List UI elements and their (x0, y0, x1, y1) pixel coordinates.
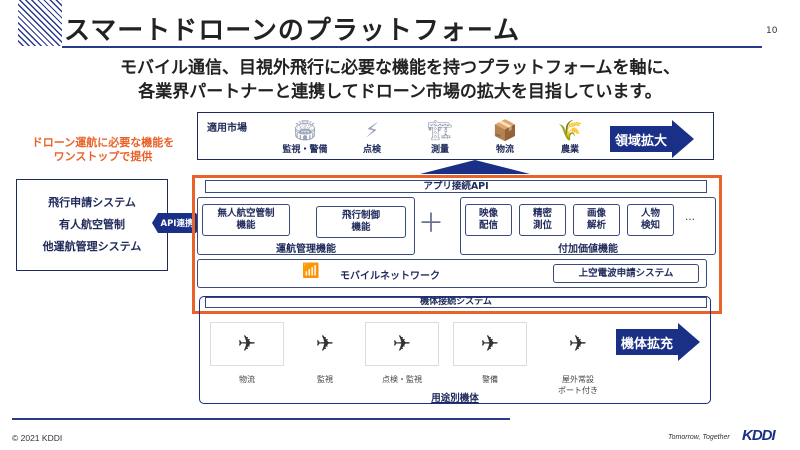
cell-tower-icon: 📶 (302, 263, 320, 279)
drone-image: ✈ (453, 322, 527, 366)
footer-divider (12, 418, 510, 420)
market-label: 監視・警備 (282, 145, 328, 155)
arrow-head-icon (678, 323, 700, 361)
drone-image: ✈ (210, 322, 284, 366)
external-systems-box: 飛行申請システム 有人航空管制 他運航管理システム (16, 179, 168, 271)
subtitle-line-1: モバイル通信、目視外飛行に必要な機能を持つプラットフォームを軸に、 (120, 58, 680, 78)
power-tower-icon: ⚡ (364, 118, 380, 142)
drone-surveillance: ✈ 監視 (290, 322, 360, 385)
drone-logistics: ✈ 物流 (206, 322, 288, 385)
sky-radio-application-system: 上空電波申請システム (553, 264, 699, 283)
header-hatch-decoration (18, 0, 62, 46)
market-label: 測量 (430, 145, 449, 155)
drone-label: 点検・監視 (382, 375, 422, 384)
va-image-analysis: 画像 解析 (573, 204, 620, 236)
market-survey: 🏗 測量 (405, 118, 475, 155)
airframe-connection-bar: 機体接続システム (205, 297, 707, 308)
drone-image: ✈ (315, 331, 335, 357)
external-system-item: 有人航空管制 (59, 218, 125, 231)
market-surveillance: 🏟 監視・警備 (270, 118, 340, 155)
market-label: 点検 (362, 145, 381, 155)
drone-label: 監視 (317, 375, 333, 384)
market-label: 物流 (495, 145, 514, 155)
platform-frame (192, 175, 722, 314)
drone-label: 物流 (239, 375, 255, 384)
domain-expansion-label: 領域拡大 (610, 126, 672, 152)
drone-security: ✈ 警備 (450, 322, 530, 385)
ops-uav-control: 無人航空管制 機能 (202, 204, 290, 236)
drone-outdoor-port: ✈ 屋外常設 ポート付き (540, 322, 616, 396)
market-logistics: 📦 物流 (470, 118, 540, 155)
tagline: Tomorrow, Together (668, 434, 730, 441)
plus-icon: ＋ (418, 209, 445, 239)
page-number: 10 (766, 26, 778, 36)
market-inspection: ⚡ 点検 (337, 118, 407, 155)
arrow-head-icon (672, 120, 694, 158)
app-api-bar: アプリ接続API (205, 180, 707, 193)
market-label: 農業 (560, 145, 579, 155)
boxes-icon: 📦 (492, 118, 518, 142)
drone-label: 警備 (482, 375, 498, 384)
api-link-arrow: API連携 (152, 213, 202, 233)
markets-label: 適用市場 (207, 123, 247, 134)
va-precise-positioning: 精密 測位 (519, 204, 566, 236)
kddi-logo: KDDI (742, 427, 776, 444)
external-system-item: 他運航管理システム (42, 240, 142, 253)
airframe-expansion-label: 機体拡充 (616, 329, 678, 355)
stadium-icon: 🏟 (292, 118, 318, 142)
connector-triangle (420, 160, 530, 174)
page-title: スマートドローンのプラットフォーム (64, 16, 521, 46)
va-video-streaming: 映像 配信 (465, 204, 512, 236)
drone-inspection: ✈ 点検・監視 (362, 322, 442, 385)
callout: ドローン運航に必要な機能を ワンストップで提供 (8, 136, 198, 164)
title-divider (62, 46, 762, 48)
mobile-network-label: モバイルネットワーク (340, 271, 440, 282)
drone-image: ✈ (365, 322, 439, 366)
ops-flight-control: 飛行制御 機能 (316, 206, 406, 238)
value-added-label: 付加価値機能 (558, 244, 618, 255)
ops-management-label: 運航管理機能 (276, 244, 336, 255)
market-agriculture: 🌾 農業 (535, 118, 605, 155)
farm-field-icon: 🌾 (557, 118, 583, 142)
drone-label: 屋外常設 ポート付き (558, 375, 598, 395)
drones-group-label: 用途別機体 (431, 393, 479, 404)
callout-line-2: ワンストップで提供 (53, 150, 153, 163)
subtitle-line-2: 各業界パートナーと連携してドローン市場の拡大を目指しています。 (138, 82, 662, 102)
copyright: © 2021 KDDI (12, 433, 63, 443)
drones-group-box (199, 296, 711, 404)
drone-image: ✈ (568, 331, 588, 357)
va-person-detection: 人物 検知 (627, 204, 674, 236)
callout-line-1: ドローン運航に必要な機能を (31, 136, 175, 149)
more-ellipsis: … (685, 212, 695, 223)
external-system-item: 飛行申請システム (48, 196, 136, 209)
crane-icon: 🏗 (427, 118, 453, 142)
